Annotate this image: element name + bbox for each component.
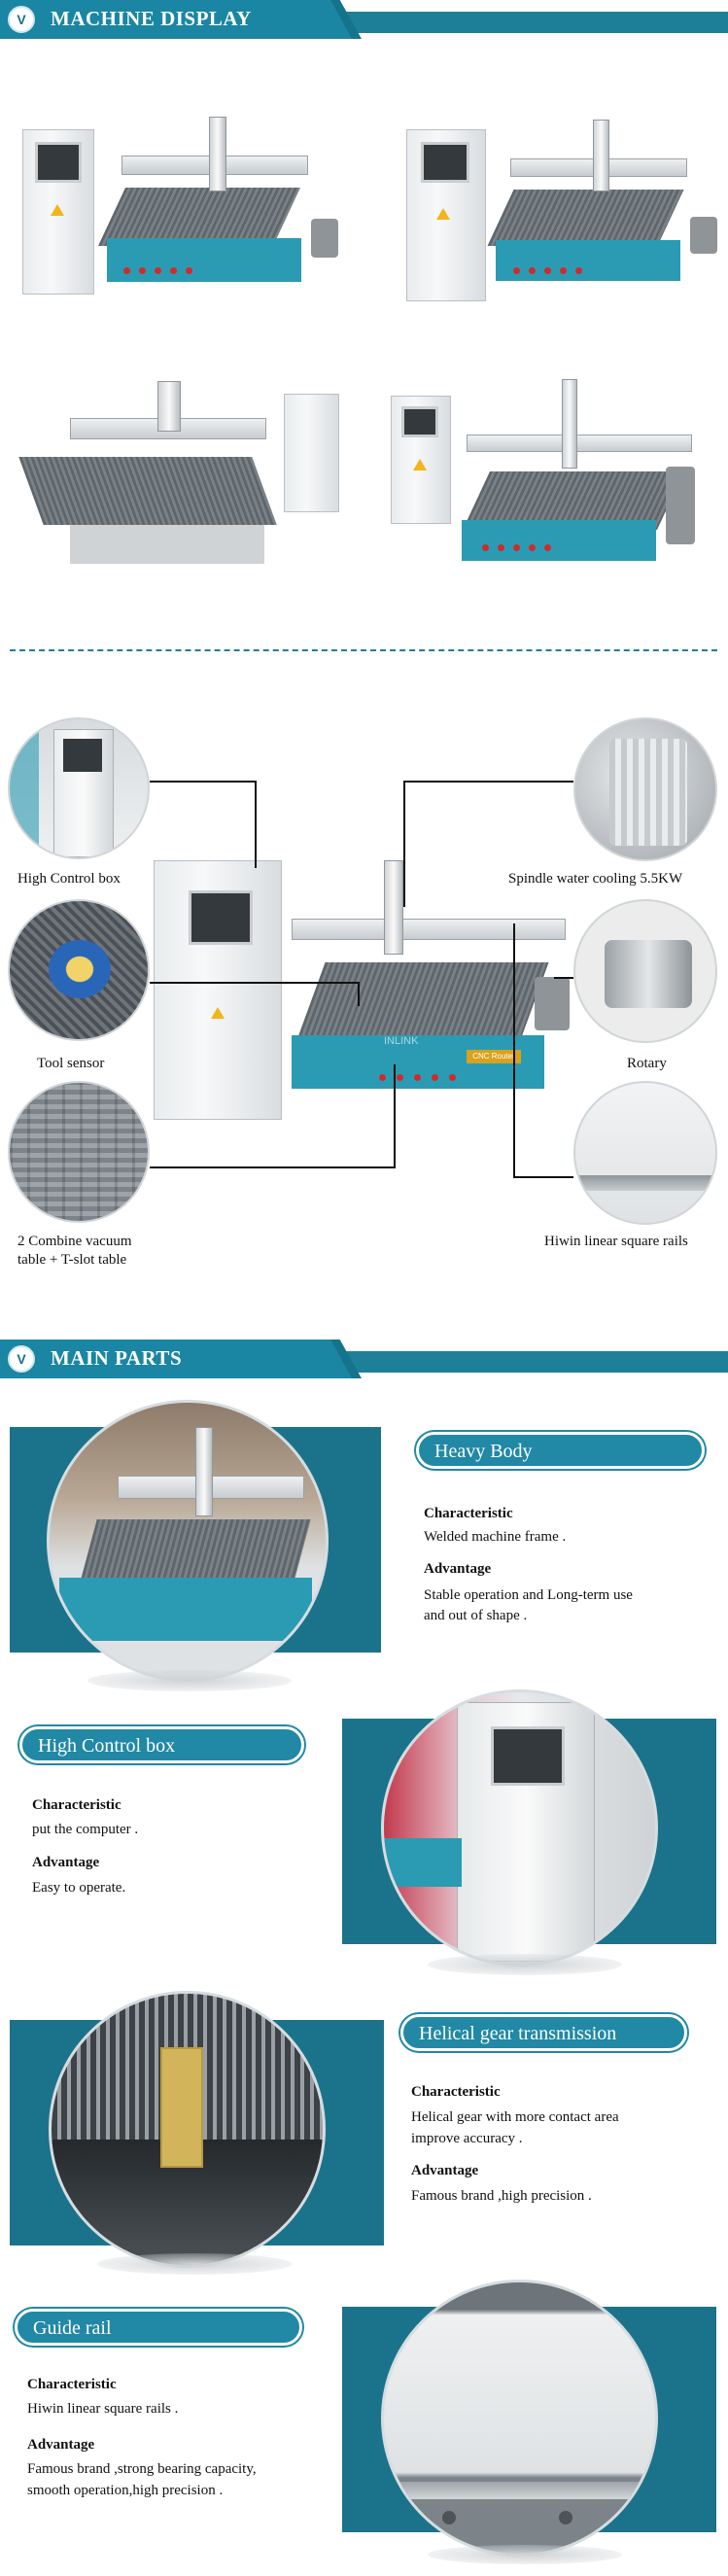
callout-image-control-box: [8, 717, 150, 859]
callout-line: [513, 923, 515, 1178]
part-title-control-box: High Control box: [19, 1726, 304, 1763]
section-header-machine-display: V MACHINE DISPLAY: [0, 0, 728, 43]
advantage-label: Advantage: [27, 2437, 95, 2453]
central-machine-photo: CNC Router INLINK: [146, 831, 573, 1132]
callout-label-spindle: Spindle water cooling 5.5KW: [508, 871, 683, 887]
callout-label-vacuum-2: table + T-slot table: [17, 1252, 127, 1268]
part-title-helical-gear: Helical gear transmission: [400, 2014, 687, 2051]
callout-label-control-box: High Control box: [17, 871, 121, 887]
machine-photo-2: [399, 102, 724, 316]
machine-logo: INLINK: [384, 1035, 419, 1047]
callout-line: [150, 1166, 395, 1168]
section-title: MACHINE DISPLAY: [51, 7, 252, 30]
callout-image-rails: [573, 1081, 717, 1225]
characteristic-text-1: Helical gear with more contact area: [411, 2109, 619, 2125]
image-shadow: [428, 1954, 622, 1975]
section-badge: V: [8, 1345, 35, 1373]
machine-plate: CNC Router: [467, 1050, 521, 1063]
machine-photo-4: [389, 374, 724, 598]
callout-label-vacuum-1: 2 Combine vacuum: [17, 1234, 132, 1249]
callout-label-rotary: Rotary: [627, 1056, 667, 1071]
advantage-text-1: Stable operation and Long-term use: [424, 1587, 633, 1603]
section-title: MAIN PARTS: [51, 1346, 183, 1370]
callout-line: [358, 982, 360, 1006]
part-title-guide-rail: Guide rail: [15, 2309, 302, 2346]
part-image-control-box: [381, 1689, 658, 1967]
advantage-text-1: Easy to operate.: [32, 1880, 126, 1896]
characteristic-text: Welded machine frame .: [424, 1529, 567, 1545]
section-header-main-parts: V MAIN PARTS: [0, 1340, 728, 1382]
callout-line: [554, 977, 573, 979]
characteristic-text: Hiwin linear square rails .: [27, 2401, 179, 2417]
image-shadow: [97, 2253, 292, 2275]
callout-image-rotary: [573, 899, 717, 1043]
characteristic-text: put the computer .: [32, 1822, 139, 1837]
machine-photo-1: [15, 102, 350, 316]
callout-line: [150, 982, 359, 984]
section-badge: V: [8, 6, 35, 33]
callout-line: [394, 1064, 396, 1168]
advantage-label: Advantage: [424, 1561, 492, 1577]
callout-line: [150, 781, 255, 783]
characteristic-text-2: improve accuracy .: [411, 2131, 523, 2146]
advantage-text-1: Famous brand ,strong bearing capacity,: [27, 2461, 257, 2477]
section-divider: [10, 649, 717, 651]
part-title-heavy-body: Heavy Body: [416, 1432, 705, 1469]
image-shadow: [428, 2545, 622, 2564]
characteristic-label: Characteristic: [424, 1506, 513, 1521]
advantage-label: Advantage: [32, 1855, 100, 1870]
part-image-heavy-body: [47, 1400, 329, 1682]
advantage-text-2: smooth operation,high precision .: [27, 2483, 224, 2498]
callout-line: [513, 1176, 573, 1178]
machine-photo-3: [12, 379, 342, 598]
header-tab-inner: [0, 0, 352, 39]
image-shadow: [87, 1670, 292, 1691]
callout-image-spindle: [573, 717, 717, 861]
advantage-label: Advantage: [411, 2163, 479, 2178]
callout-label-tool-sensor: Tool sensor: [37, 1056, 105, 1071]
callout-image-vacuum-table: [8, 1081, 150, 1223]
characteristic-label: Characteristic: [411, 2084, 501, 2100]
callout-image-tool-sensor: [8, 899, 150, 1041]
callout-line: [255, 781, 257, 868]
header-tab-inner: [0, 1340, 352, 1378]
callout-label-rails: Hiwin linear square rails: [544, 1234, 688, 1249]
callout-line: [403, 781, 405, 907]
part-image-guide-rail: [381, 2280, 658, 2557]
advantage-text-2: and out of shape .: [424, 1608, 528, 1623]
characteristic-label: Characteristic: [32, 1797, 121, 1813]
advantage-text-1: Famous brand ,high precision .: [411, 2188, 592, 2204]
characteristic-label: Characteristic: [27, 2377, 117, 2392]
part-image-helical-gear: [49, 1991, 326, 2268]
callout-line: [403, 781, 573, 783]
